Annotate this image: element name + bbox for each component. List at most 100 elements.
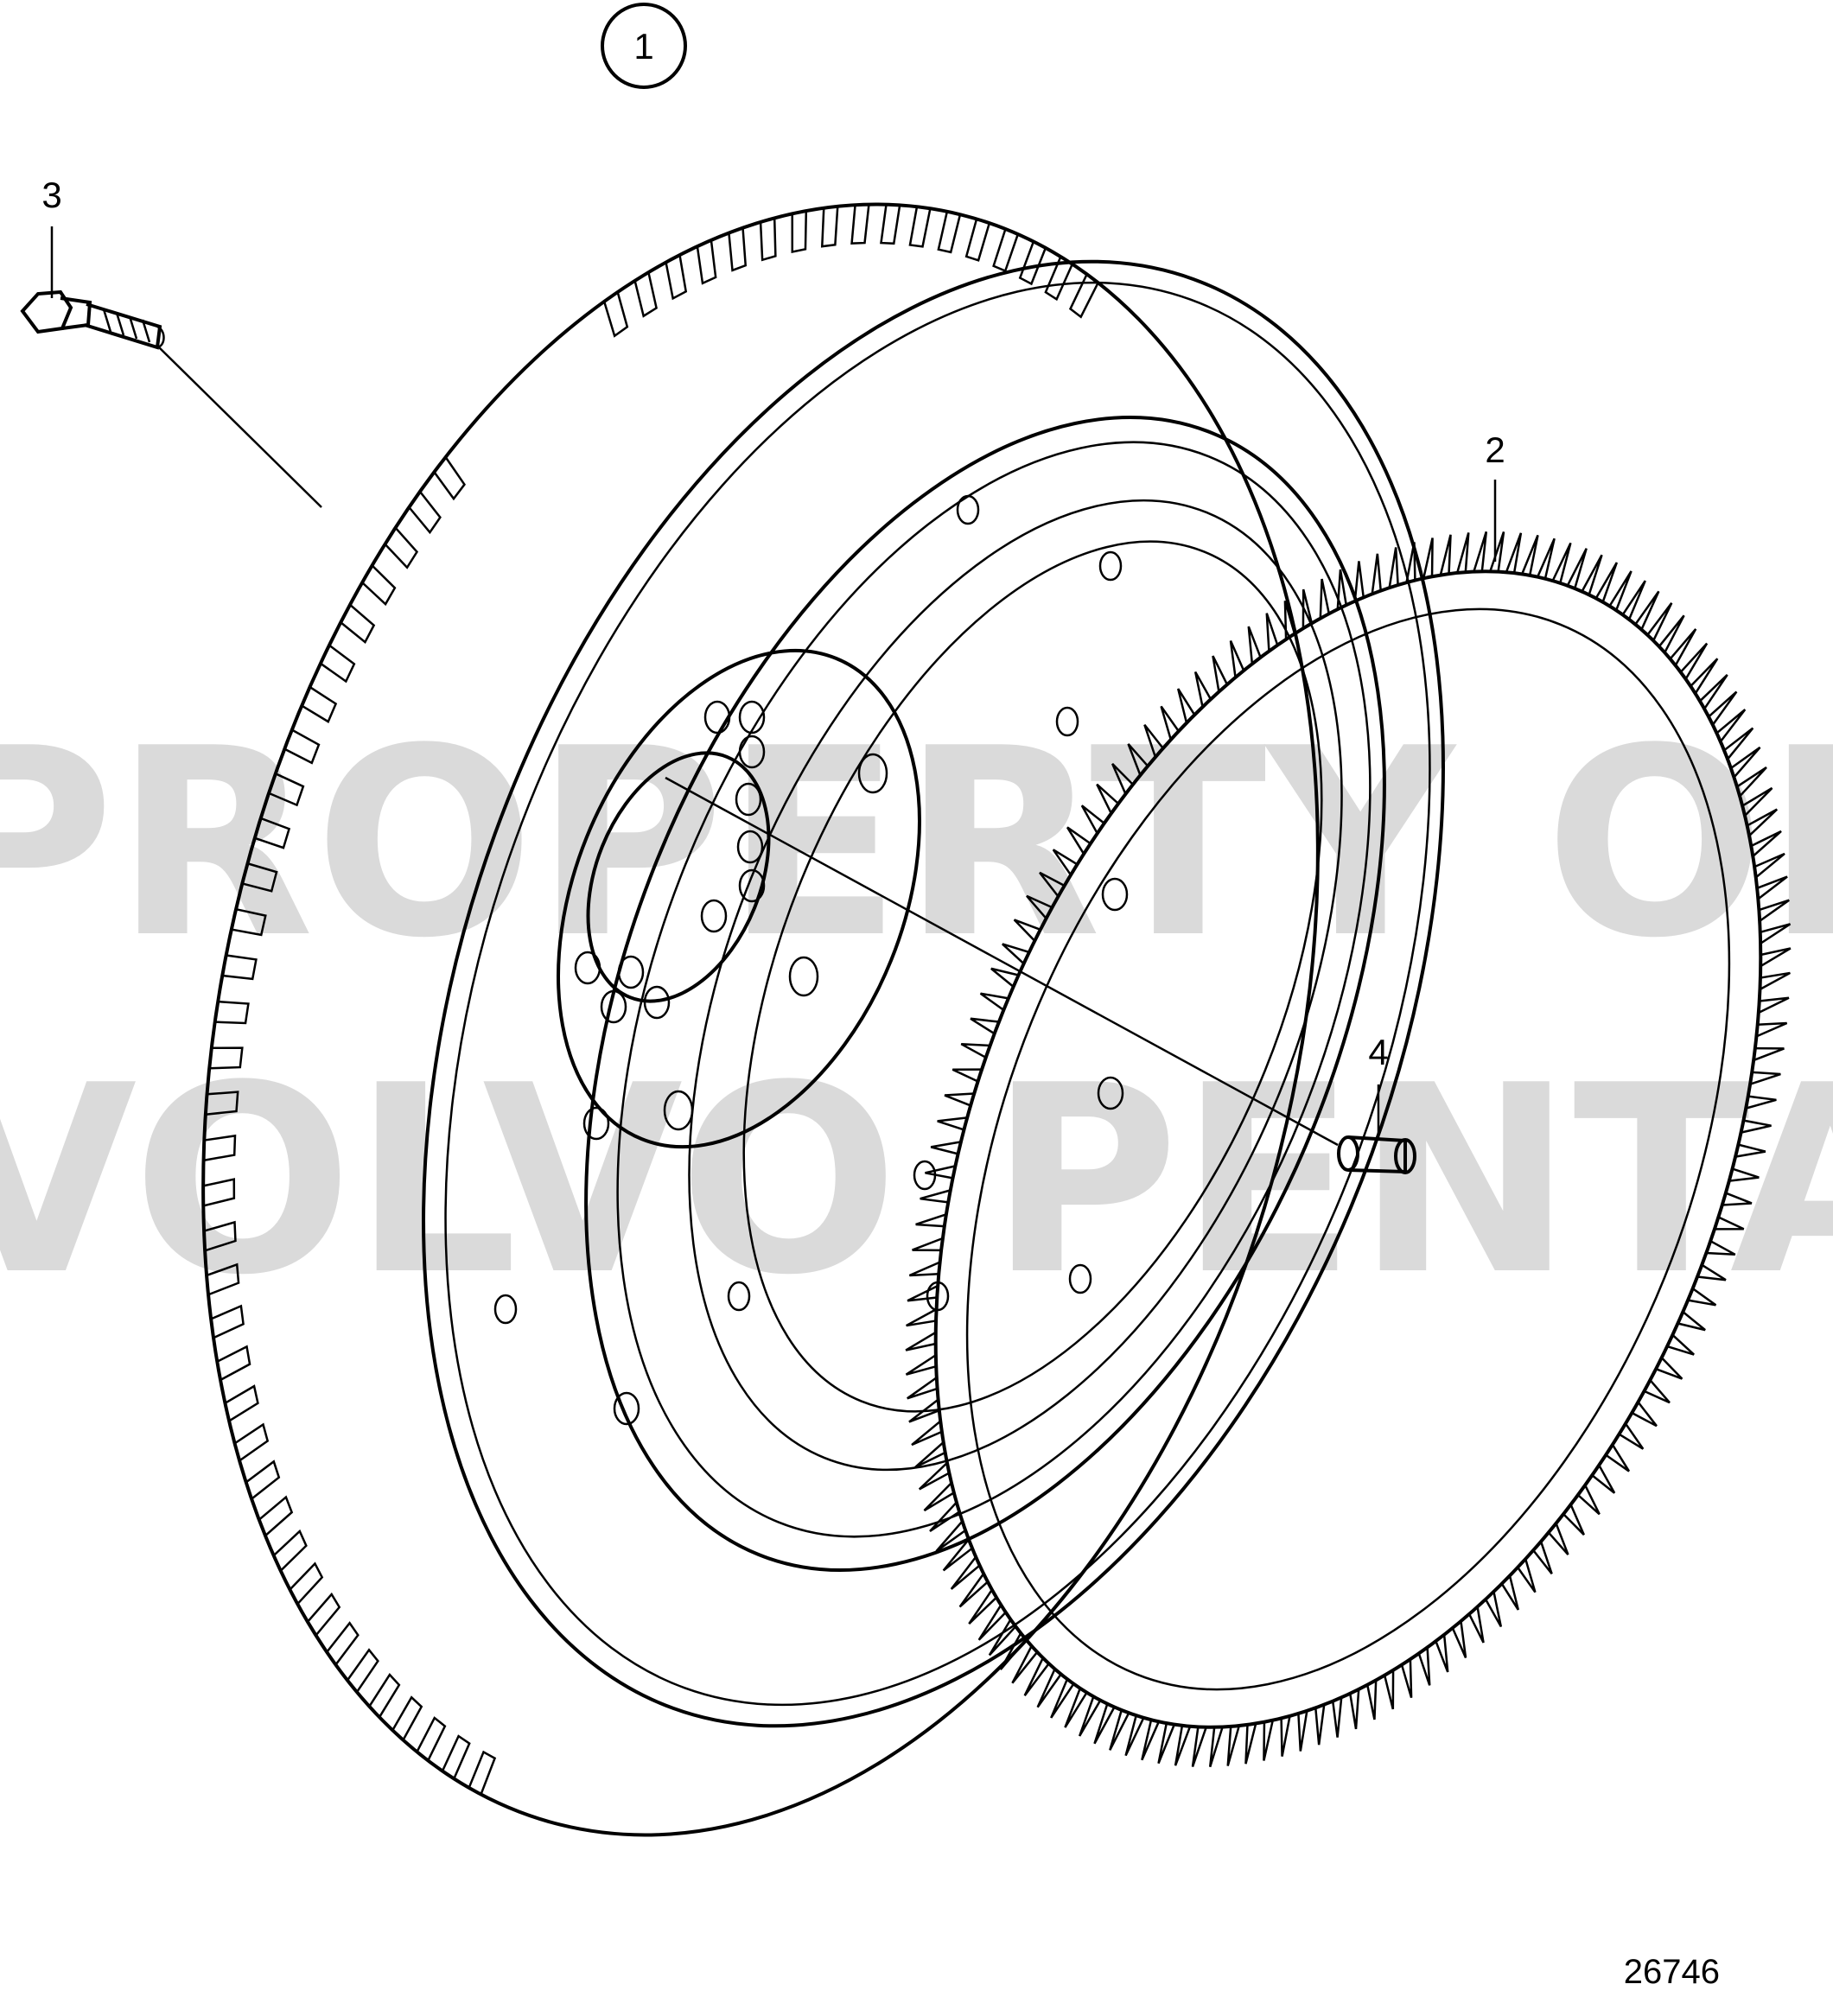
ring-gear-label: 2 [1485,429,1505,470]
gear-tooth [1608,570,1633,611]
sensor-slot [209,1046,244,1070]
sensor-slot [214,1000,250,1025]
gear-tooth [1621,580,1646,620]
gear-tooth [1422,537,1434,579]
gear-tooth [1532,1541,1553,1575]
gear-tooth [1127,743,1149,776]
gear-tooth [1371,553,1382,595]
bolt-hole [1055,706,1079,737]
gear-tooth [1191,1727,1207,1767]
sensor-slot [205,1091,239,1116]
sensor-slot [880,204,901,245]
gear-tooth [1078,1695,1102,1737]
gear-tooth [1026,894,1053,919]
gear-tooth [1591,1464,1616,1494]
gear-tooth [1750,830,1782,857]
flywheel-sensor-slots [202,204,1099,1796]
gear-tooth [1226,1725,1241,1766]
sensor-slot [224,1384,259,1422]
gear-tooth [929,1501,960,1532]
gear-tooth [1141,1719,1161,1761]
gear-tooth [920,1189,952,1204]
watermark: PROPERTY OF VOLVO PENTA [0,693,1833,1332]
assembly-callout: 1 [601,3,687,89]
gear-tooth [905,1331,937,1351]
gear-tooth [1760,923,1792,944]
gear-tooth [908,1398,940,1423]
gear-tooth [1297,1710,1308,1752]
sensor-slot [283,728,321,765]
sensor-slot [320,644,356,684]
bolt-hole [643,985,671,1020]
gear-tooth [1741,786,1773,817]
gear-tooth [1730,746,1761,779]
sensor-slot [245,1460,281,1500]
gear-tooth [1489,531,1505,572]
sensor-slot [850,204,870,245]
gear-tooth [1302,588,1314,629]
bolt-hole [617,955,645,989]
sensor-slot [272,1529,308,1572]
gear-tooth [1753,1046,1785,1062]
gear-tooth [979,992,1009,1011]
sensor-slot [416,1716,447,1761]
sensor-slot [242,862,278,893]
pin-leader-line [665,776,1339,1147]
gear-tooth [1417,1647,1431,1686]
gear-tooth [1157,1722,1175,1765]
gear-tooth [906,1307,938,1327]
gear-tooth [1023,1657,1050,1696]
gear-tooth [1687,1288,1717,1307]
gear-tooth [1064,1688,1088,1728]
gear-tooth [1111,763,1134,795]
sensor-slot [203,1134,237,1162]
gear-tooth [1669,628,1697,666]
bolt-hole [738,868,766,903]
flywheel-bolt-holes [493,494,1129,1426]
gear-tooth [1723,727,1754,760]
sensor-slot [759,218,777,262]
gear-tooth [1734,1143,1766,1158]
gear-tooth [1383,1669,1395,1710]
sensor-slot [210,1304,245,1339]
gear-tooth [1736,766,1767,798]
gear-tooth [952,1068,983,1083]
bolt-hole [613,1391,640,1426]
sensor-slot [258,1495,294,1537]
gear-tooth [1160,705,1180,741]
sensor-slot [301,686,338,723]
gear-tooth [1096,783,1119,814]
sensor-slot [468,1750,497,1796]
gear-tooth [1666,1333,1695,1356]
gear-tooth [1631,1401,1658,1428]
bolt-hole [1101,877,1129,912]
gear-tooth [1467,1606,1485,1644]
gear-tooth [1435,1634,1449,1673]
gear-tooth [960,1042,990,1059]
gear-tooth [1677,1311,1706,1332]
gear-tooth [1547,1523,1569,1555]
gear-tooth [1563,1504,1585,1536]
sensor-slot [433,456,466,501]
gear-tooth [950,1555,981,1590]
gear-tooth [915,1213,947,1228]
gear-tooth [1036,1668,1062,1708]
sensor-slot [602,291,629,338]
bolt-hole [700,899,728,933]
gear-tooth [937,1116,968,1131]
gear-tooth [1319,578,1331,619]
gear-tooth [1348,1688,1360,1730]
gear-tooth [1500,1575,1520,1611]
gear-tooth [942,1538,973,1572]
gear-tooth [1050,1678,1075,1719]
sensor-slot [347,1648,379,1693]
bolt-hole [600,989,627,1024]
gear-tooth [1052,849,1079,876]
gear-tooth [1658,614,1685,653]
gear-tooth [1388,547,1399,588]
gear-tooth [968,1589,997,1625]
gear-tooth [1690,658,1719,695]
sensor-slot [992,228,1020,273]
sensor-slot [289,1561,324,1606]
gear-tooth [1439,534,1452,576]
